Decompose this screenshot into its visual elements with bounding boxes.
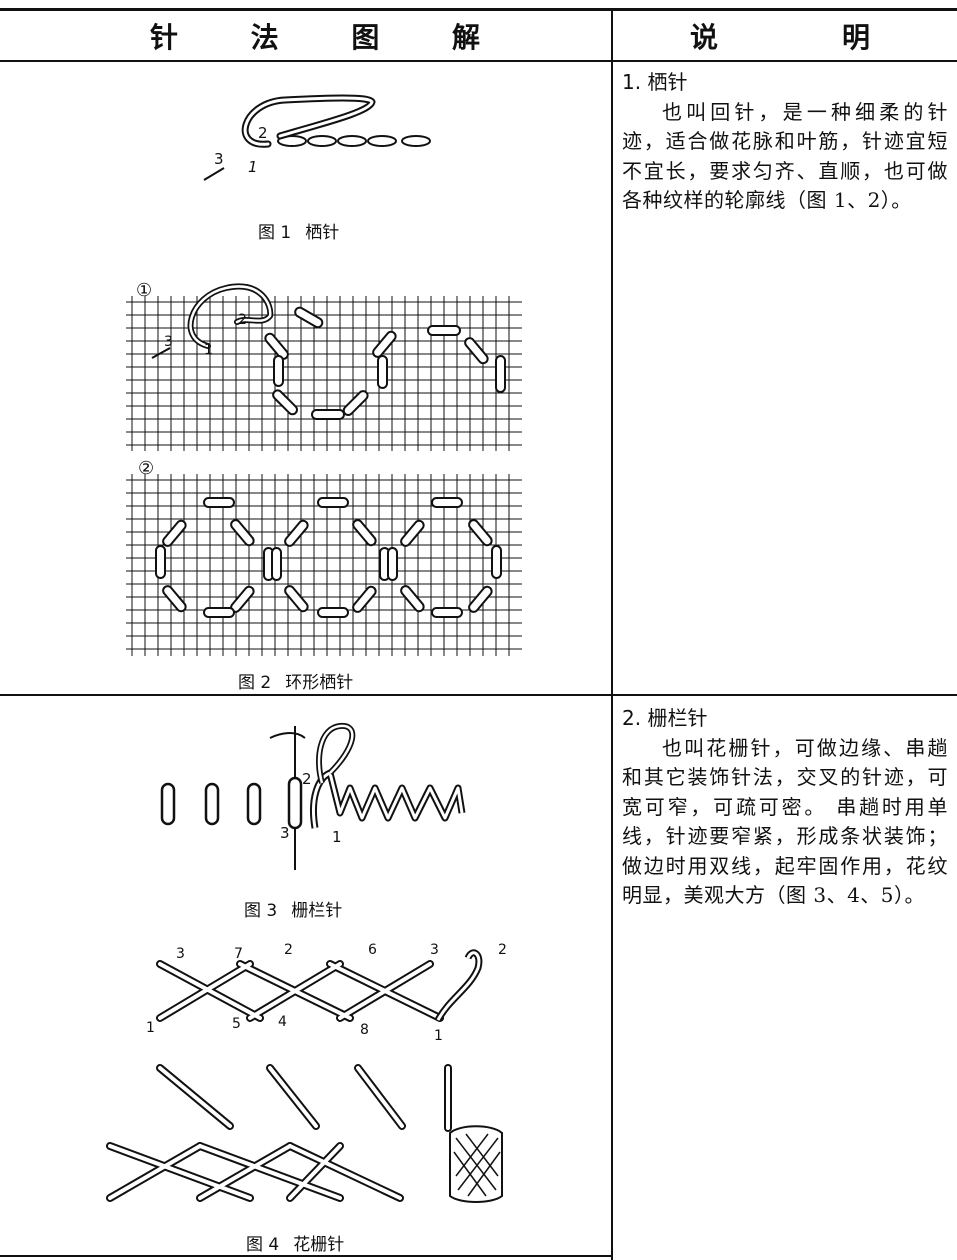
figure-2-label: ② — [138, 458, 154, 479]
figure-2-label: 2 — [238, 312, 247, 328]
figure-2-caption: 图 2 环形栖针 — [238, 668, 353, 693]
figure-title: 栖针 — [305, 223, 340, 243]
figure-4-label: 1 — [146, 1020, 155, 1036]
figure-4-caption: 图 4 花栅针 — [246, 1230, 344, 1255]
header-char: 针 — [150, 21, 179, 54]
figure-3-drawing: 2 3 1 — [160, 722, 466, 870]
section-2-text: 2. 栅栏针 也叫花栅针，可做边缘、串趟和其它装饰针法，交叉的针迹，可宽可窄，可… — [622, 704, 948, 911]
section-1-text: 1. 栖针 也叫回针，是一种细柔的针迹，适合做花脉和叶筋，针迹宜短不宜长，要求匀… — [622, 68, 948, 216]
figure-4-label: 7 — [234, 946, 243, 962]
figure-4-label: 2 — [498, 942, 507, 958]
table-bottom-rule — [0, 1255, 611, 1257]
figure-title: 栅栏针 — [291, 901, 343, 921]
figure-title: 环形栖针 — [285, 673, 354, 693]
figure-1-caption: 图 1 栖针 — [258, 218, 339, 243]
header-right: 说 明 — [690, 14, 870, 58]
figure-1-drawing: 2 3 1 — [203, 94, 431, 181]
header-char: 说 — [690, 21, 719, 54]
figure-2-label: 1 — [204, 342, 213, 358]
figure-4-label: 3 — [430, 942, 439, 958]
section-body: 也叫回针，是一种细柔的针迹，适合做花脉和叶筋，针迹宜短不宜长，要求匀齐、直顺，也… — [622, 99, 948, 213]
section-body: 也叫花栅针，可做边缘、串趟和其它装饰针法，交叉的针迹，可宽可窄，可疏可密。 串趟… — [622, 735, 948, 908]
figure-title: 花栅针 — [293, 1235, 345, 1255]
header-char: 图 — [351, 21, 380, 54]
figure-4-label: 5 — [232, 1016, 241, 1032]
figure-number: 图 1 — [258, 223, 292, 243]
figure-number: 图 3 — [244, 901, 278, 921]
figure-4-label: 8 — [360, 1022, 369, 1038]
header-bottom-rule — [0, 60, 957, 62]
row-divider-rule — [0, 694, 957, 696]
figure-1-label: 1 — [248, 158, 258, 176]
figure-number: 图 4 — [246, 1235, 280, 1255]
column-divider-rule — [611, 8, 613, 1260]
header-left: 针 法 图 解 — [150, 14, 480, 58]
header-char: 法 — [250, 21, 279, 54]
figure-3-caption: 图 3 栅栏针 — [244, 896, 342, 921]
figure-4-label: 1 — [434, 1028, 443, 1044]
figure-3-label: 2 — [302, 770, 312, 788]
figure-number: 图 2 — [238, 673, 272, 693]
figure-4-label: 6 — [368, 942, 377, 958]
figure-2-label: ① — [136, 280, 152, 301]
figure-3-label: 3 — [280, 824, 290, 842]
section-title: 2. 栅栏针 — [622, 706, 708, 730]
figure-4-drawing: 3 7 2 6 3 2 1 5 4 8 1 — [106, 942, 507, 1203]
figure-1-label: 3 — [214, 150, 224, 168]
figure-2-part-2-drawing: ② — [126, 458, 522, 656]
table-top-rule — [0, 8, 957, 11]
figure-4-label: 2 — [284, 942, 293, 958]
figure-2-label: 3 — [164, 334, 173, 350]
figure-4-label: 3 — [176, 946, 185, 962]
figure-3-label: 1 — [332, 828, 342, 846]
figure-2-part-1-drawing: ① 2 3 1 — [126, 280, 522, 451]
header-char: 明 — [841, 21, 870, 54]
figure-4-label: 4 — [278, 1014, 287, 1030]
section-title: 1. 栖针 — [622, 70, 688, 94]
header-char: 解 — [451, 21, 480, 54]
figure-1-label: 2 — [258, 124, 268, 142]
